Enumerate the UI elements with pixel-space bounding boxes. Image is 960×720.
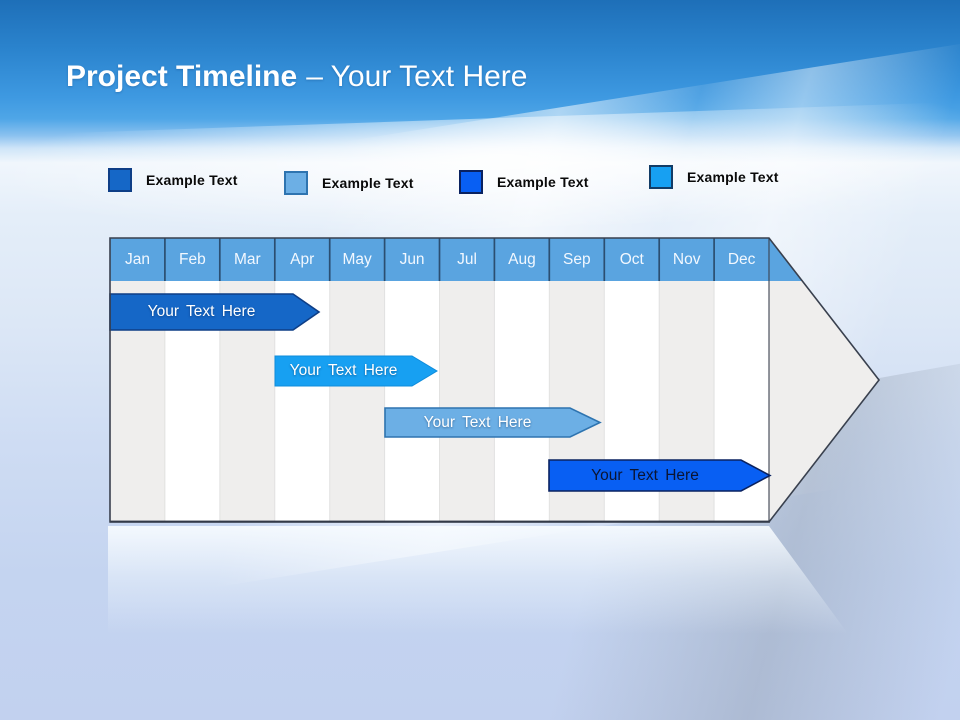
timeline-chart: Jan Feb Mar Apr May Jun Jul Aug Sep Oct … <box>108 236 882 524</box>
month-cell-may: May <box>342 250 372 268</box>
legend-item-3: Example Text <box>459 170 589 194</box>
legend-swatch-vivid-blue <box>459 170 483 194</box>
month-cell-aug: Aug <box>508 250 536 268</box>
month-header-row: Jan Feb Mar Apr May Jun Jul Aug Sep Oct … <box>110 238 769 281</box>
month-cell-jan: Jan <box>124 250 150 268</box>
gantt-bar-label-3: Your Text Here <box>423 413 532 431</box>
month-cell-sep: Sep <box>563 250 591 268</box>
month-cell-nov: Nov <box>672 250 701 268</box>
month-cell-apr: Apr <box>290 250 315 268</box>
month-cell-mar: Mar <box>233 250 261 268</box>
title-secondary: – Your Text Here <box>306 60 528 93</box>
legend-item-2: Example Text <box>284 171 414 195</box>
slide-title: Project Timeline– Your Text Here <box>66 60 527 94</box>
gantt-bar-label-4: Your Text Here <box>591 466 699 484</box>
title-primary: Project Timeline <box>66 60 298 93</box>
legend-item-1: Example Text <box>108 168 238 192</box>
gantt-bar-label-2: Your Text Here <box>289 362 398 379</box>
month-cell-feb: Feb <box>179 250 206 268</box>
timeline-reflection <box>108 526 879 676</box>
legend-label-2: Example Text <box>322 175 414 191</box>
legend-item-4: Example Text <box>649 165 779 189</box>
month-cell-jun: Jun <box>399 250 425 268</box>
legend-swatch-light-blue <box>284 171 308 195</box>
month-cell-jul: Jul <box>457 250 477 268</box>
legend-swatch-dark-blue <box>108 168 132 192</box>
legend-swatch-bright-blue <box>649 165 673 189</box>
legend-label-4: Example Text <box>687 169 779 185</box>
legend-label-3: Example Text <box>497 174 589 190</box>
month-cell-oct: Oct <box>619 250 644 268</box>
legend-label-1: Example Text <box>146 172 238 188</box>
gantt-bar-label-1: Your Text Here <box>147 303 256 320</box>
month-cell-dec: Dec <box>727 250 756 268</box>
